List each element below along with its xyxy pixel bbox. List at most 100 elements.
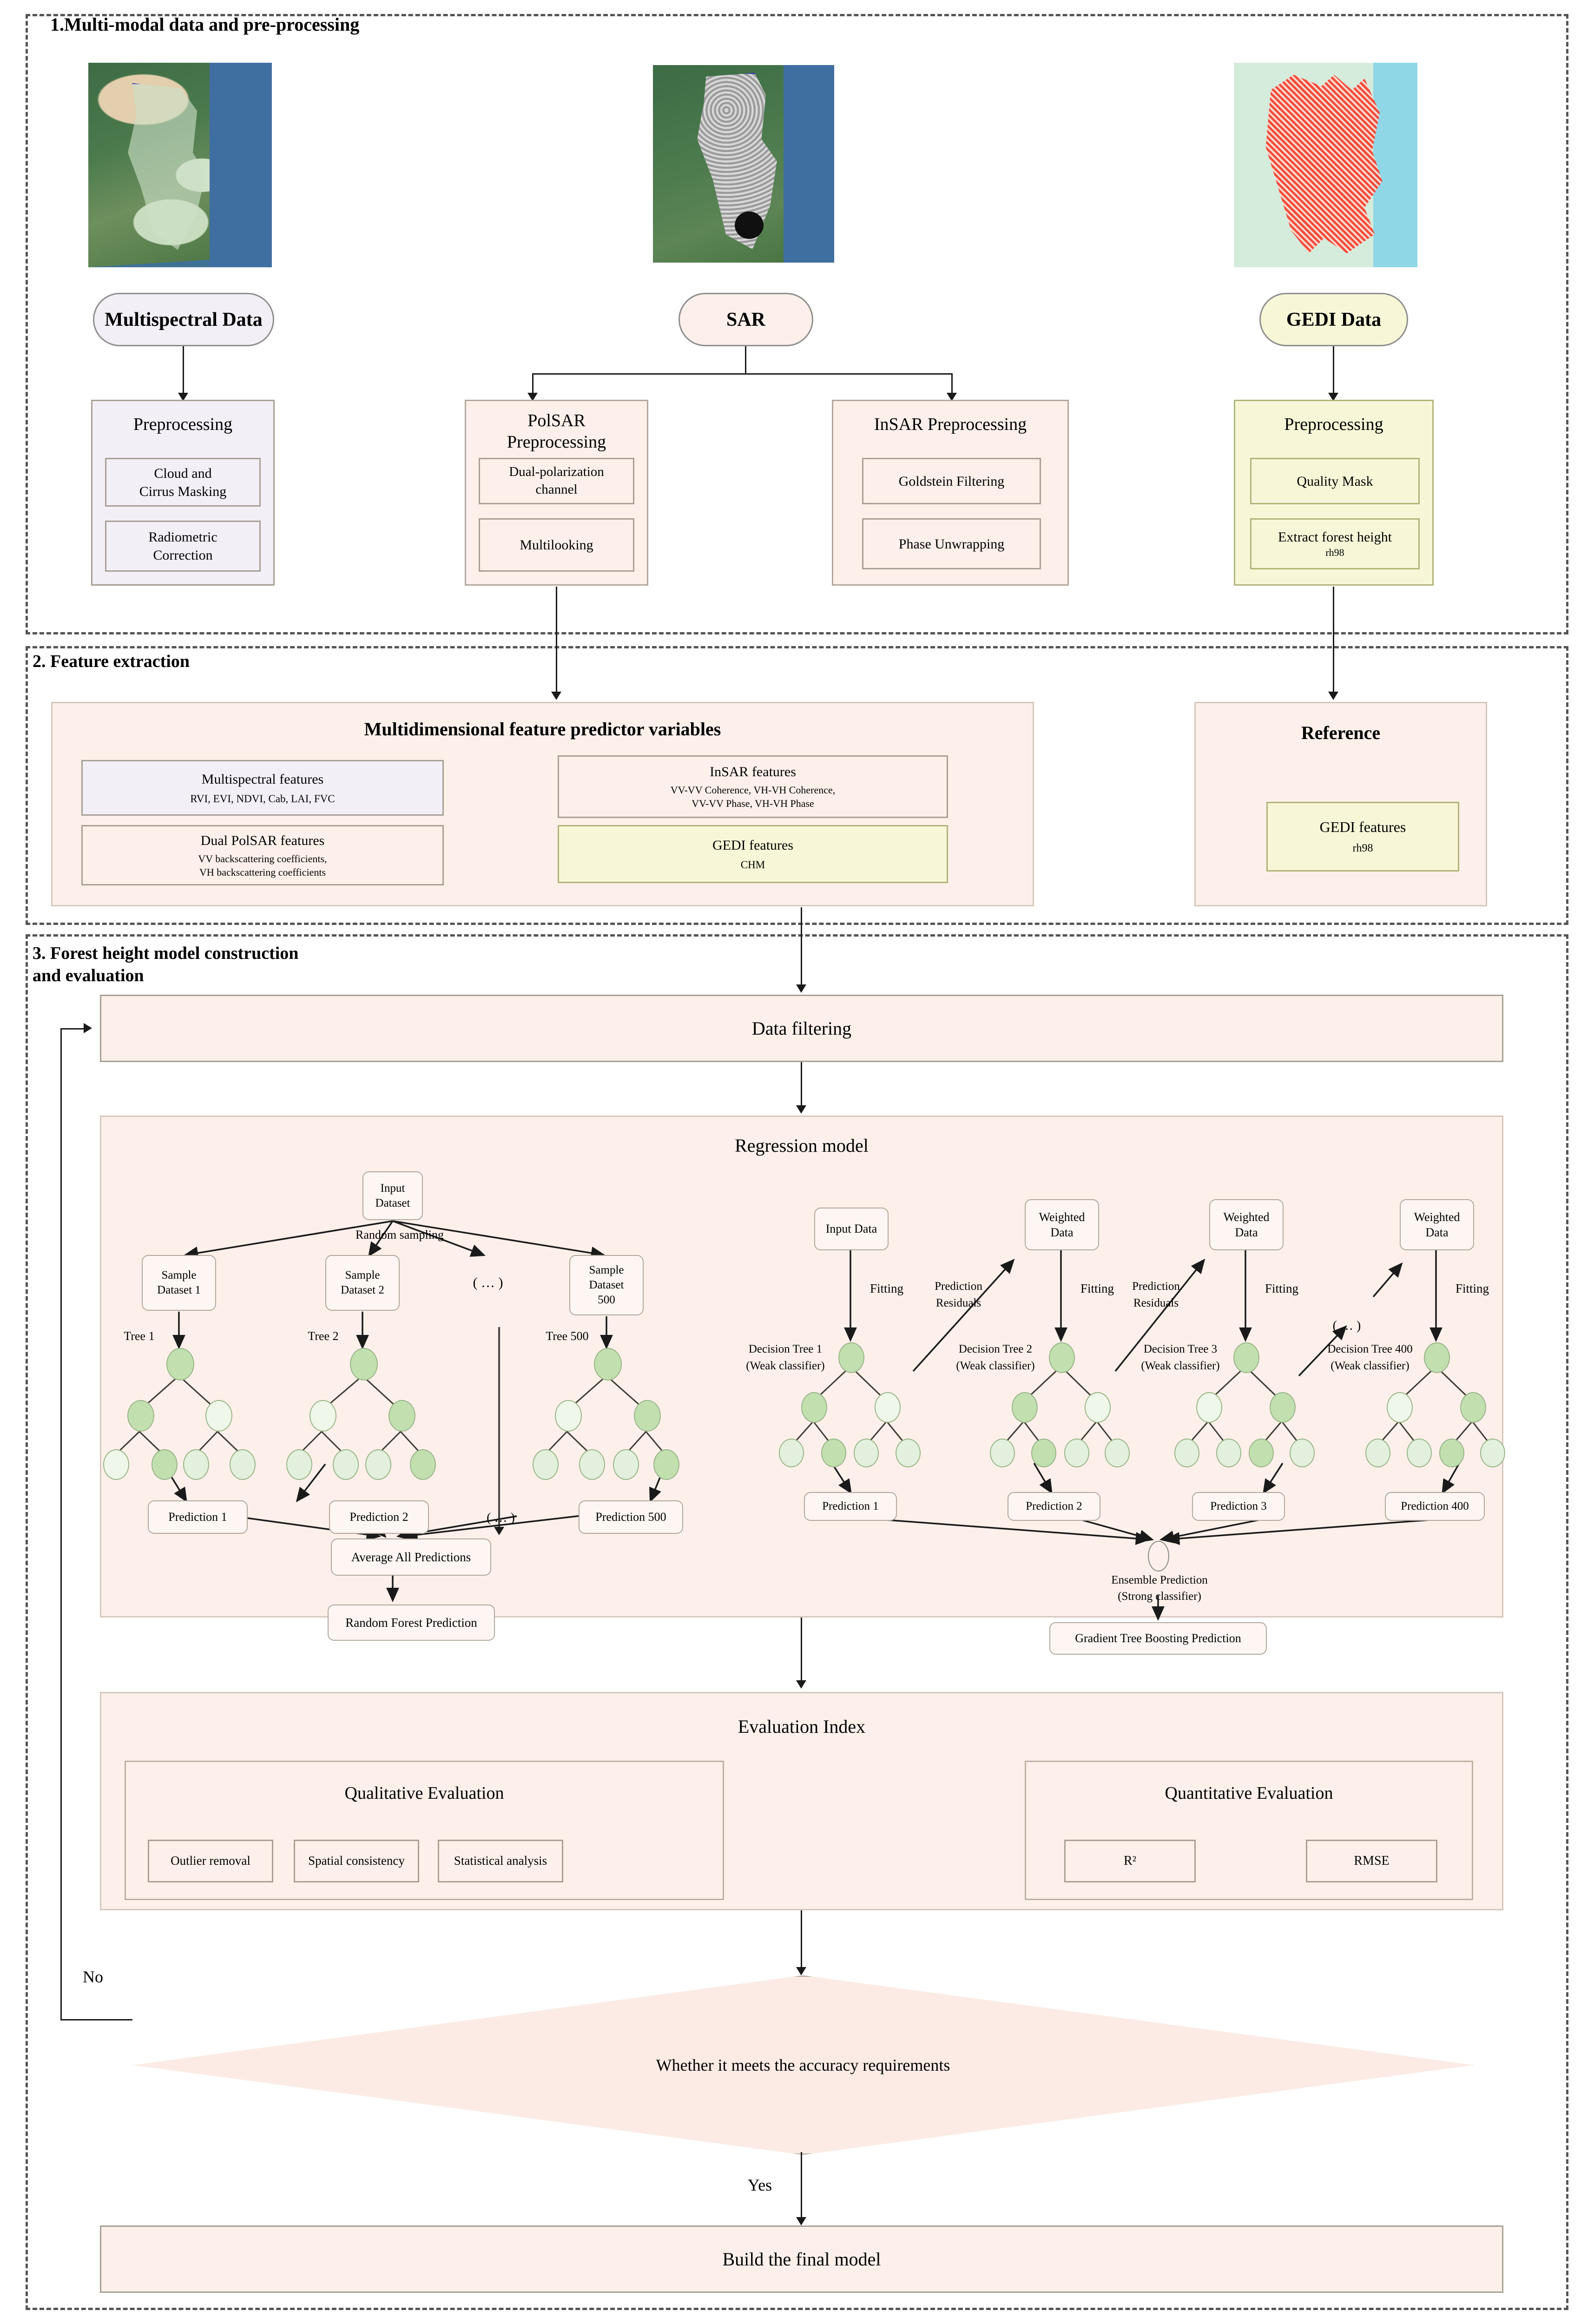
source-pill-gedi[interactable]: GEDI Data — [1259, 293, 1408, 346]
feedback-loop-top — [60, 1028, 86, 1030]
rf-tree-500-root — [594, 1348, 622, 1380]
gb-fitting-label-3: Fitting — [1455, 1281, 1489, 1295]
gb-residuals-label-0: Prediction Residuals — [935, 1280, 982, 1310]
qualitative-item-1[interactable]: Spatial consistency — [294, 1840, 419, 1882]
rf-sample-dataset-2[interactable]: Sample Dataset 500 — [569, 1255, 644, 1315]
predictor-variables-title: Multidimensional feature predictor varia… — [364, 719, 721, 739]
feature-card-multispectral-title: Multispectral features — [201, 771, 324, 787]
feature-card-polsar-detail: VV backscattering coefficients, VH backs… — [198, 852, 327, 878]
rf-tree-2-leaf0 — [286, 1449, 312, 1480]
preprocessing-gedi-item-0[interactable]: Quality Mask — [1250, 458, 1420, 504]
rf-prediction-0[interactable]: Prediction 1 — [148, 1500, 248, 1534]
preprocessing-multispectral-title: Preprocessing — [133, 415, 233, 434]
gb-tree-3-n2 — [1270, 1392, 1296, 1423]
rf-tree-1-leaf3 — [230, 1449, 256, 1480]
section-3-frame — [26, 934, 1568, 2310]
preprocessing-polsar-item-0[interactable]: Dual-polarization channel — [479, 458, 634, 504]
gb-prediction-2[interactable]: Prediction 3 — [1192, 1492, 1285, 1521]
feature-card-multispectral[interactable]: Multispectral features RVI, EVI, NDVI, C… — [81, 760, 444, 816]
rf-prediction-2[interactable]: Prediction 500 — [579, 1500, 683, 1534]
qualitative-evaluation-title: Qualitative Evaluation — [344, 1783, 504, 1803]
gedi-map-thumbnail — [1234, 63, 1417, 267]
rf-sample-dataset-1[interactable]: Sample Dataset 2 — [325, 1255, 400, 1311]
qualitative-item-0[interactable]: Outlier removal — [148, 1840, 273, 1882]
gb-tree-label-1: Decision Tree 2 (Weak classifier) — [956, 1343, 1035, 1373]
gb-prediction-1[interactable]: Prediction 2 — [1008, 1492, 1100, 1521]
data-filtering-box[interactable]: Data filtering — [100, 995, 1503, 1062]
feedback-loop-bottom — [60, 2019, 132, 2020]
preprocessing-ms-item-0[interactable]: Cloud and Cirrus Masking — [105, 458, 261, 507]
rf-input-dataset[interactable]: Input Dataset — [362, 1171, 423, 1220]
gb-tree-3-root — [1233, 1342, 1259, 1373]
source-pill-multispectral[interactable]: Multispectral Data — [93, 293, 274, 346]
rf-sample-dataset-0[interactable]: Sample Dataset 1 — [142, 1255, 216, 1311]
gb-tree-3-leaf2 — [1249, 1439, 1274, 1467]
gb-output[interactable]: Gradient Tree Boosting Prediction — [1049, 1622, 1267, 1655]
gb-tree-400-n1 — [1387, 1392, 1413, 1423]
rf-output[interactable]: Random Forest Prediction — [328, 1604, 495, 1641]
preprocessing-insar-title: InSAR Preprocessing — [874, 415, 1027, 434]
preprocessing-gedi-item-1-label: Extract forest height — [1278, 529, 1392, 545]
gb-weighted-data-2[interactable]: Weighted Data — [1400, 1199, 1474, 1250]
reference-card-gedi[interactable]: GEDI features rh98 — [1266, 802, 1459, 872]
feature-card-gedi[interactable]: GEDI features CHM — [558, 825, 948, 883]
feature-card-gedi-detail: CHM — [740, 859, 765, 871]
rf-tree-1-n1 — [127, 1400, 154, 1432]
preprocessing-gedi-title: Preprocessing — [1284, 415, 1383, 434]
rf-average-predictions[interactable]: Average All Predictions — [331, 1538, 491, 1576]
connector-gedi-pre — [1333, 346, 1334, 397]
rf-tree-1-leaf0 — [103, 1449, 129, 1480]
arrow-regression-evaluation — [796, 1680, 806, 1689]
gb-prediction-3[interactable]: Prediction 400 — [1385, 1492, 1485, 1521]
gb-residuals-label-1: Prediction Residuals — [1132, 1280, 1180, 1310]
quantitative-item-rmse[interactable]: RMSE — [1306, 1840, 1437, 1882]
gb-tree-1-leaf2 — [854, 1439, 879, 1467]
arrow-gedi-feat — [1328, 692, 1338, 700]
feature-card-multispectral-detail: RVI, EVI, NDVI, Cab, LAI, FVC — [190, 792, 335, 805]
rf-tree-2-leaf3 — [410, 1449, 436, 1480]
connector-evaluation-decision — [801, 1910, 802, 1971]
rf-tree-2-leaf1 — [333, 1449, 359, 1480]
preprocessing-insar-item-1[interactable]: Phase Unwrapping — [862, 518, 1041, 569]
rf-tree-500-leaf2 — [613, 1449, 639, 1480]
arrow-sar-insar — [947, 393, 957, 401]
connector-polsar-feat — [556, 587, 557, 696]
connector-sar-stem — [745, 346, 746, 374]
preprocessing-gedi-item-1[interactable]: Extract forest height rh98 — [1250, 518, 1420, 569]
source-label-sar: SAR — [726, 309, 766, 330]
gb-ellipsis: ( … ) — [1332, 1319, 1361, 1333]
gb-tree-1-n1 — [801, 1392, 827, 1423]
qualitative-item-2[interactable]: Statistical analysis — [438, 1840, 563, 1882]
gb-ensemble-label: Ensemble Prediction (Strong classifier) — [1111, 1574, 1208, 1603]
rf-tree-1-leaf2 — [183, 1449, 209, 1480]
gb-prediction-0[interactable]: Prediction 1 — [804, 1492, 897, 1521]
source-pill-sar[interactable]: SAR — [678, 293, 813, 346]
rf-prediction-1[interactable]: Prediction 2 — [329, 1500, 429, 1534]
preprocessing-insar-item-0[interactable]: Goldstein Filtering — [862, 458, 1041, 504]
gb-tree-400-leaf2 — [1439, 1439, 1464, 1467]
gb-tree-1-n2 — [875, 1392, 901, 1423]
final-model-box[interactable]: Build the final model — [100, 2225, 1503, 2293]
preprocessing-polsar-title: PolSAR Preprocessing — [507, 411, 606, 452]
feature-card-insar-title: InSAR features — [710, 764, 796, 780]
gb-weighted-data-0[interactable]: Weighted Data — [1025, 1199, 1099, 1250]
arrow-filter-regression — [796, 1105, 806, 1114]
feature-card-polsar-title: Dual PolSAR features — [200, 832, 325, 848]
gb-weighted-data-1[interactable]: Weighted Data — [1209, 1199, 1284, 1250]
gb-tree-label-3: Decision Tree 400 (Weak classifier) — [1327, 1343, 1413, 1373]
arrow-sar-polsar — [527, 393, 538, 401]
feature-card-polsar[interactable]: Dual PolSAR features VV backscattering c… — [81, 825, 444, 885]
connector-decision-final — [801, 2152, 802, 2221]
feature-card-insar[interactable]: InSAR features VV-VV Coherence, VH-VH Co… — [558, 755, 948, 818]
gb-tree-label-0: Decision Tree 1 (Weak classifier) — [746, 1343, 825, 1373]
gb-tree-2-leaf2 — [1064, 1439, 1089, 1467]
source-label-gedi: GEDI Data — [1286, 309, 1382, 330]
rf-prediction-ellipsis: ( … ) — [487, 1511, 515, 1525]
rf-gb-divider — [498, 1327, 500, 1532]
gb-tree-400-leaf1 — [1407, 1439, 1432, 1467]
gb-input-data[interactable]: Input Data — [814, 1208, 889, 1250]
arrow-feat-filter — [796, 984, 806, 993]
preprocessing-polsar-item-1[interactable]: Multilooking — [479, 518, 634, 572]
preprocessing-ms-item-1[interactable]: Radiometric Correction — [105, 521, 261, 572]
quantitative-item-r2[interactable]: R² — [1064, 1840, 1196, 1882]
